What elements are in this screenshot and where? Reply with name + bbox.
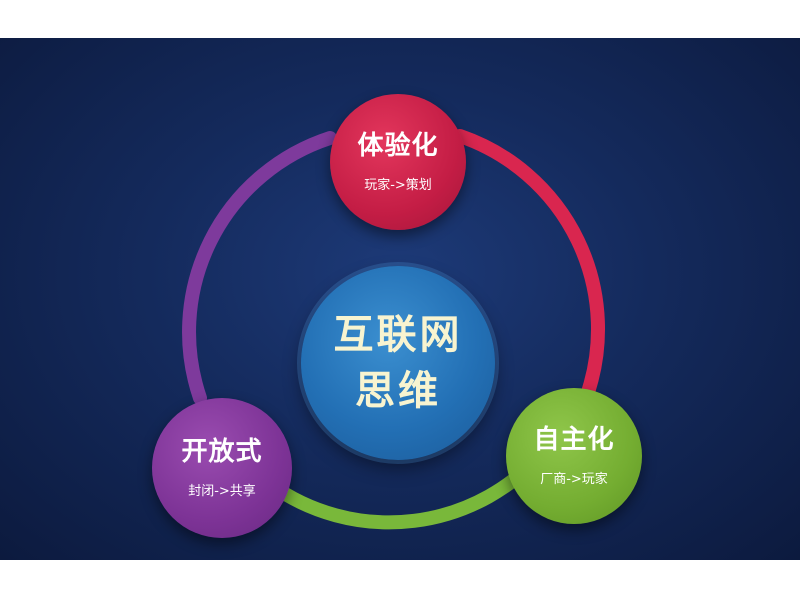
diagram-panel: 互联网 思维 体验化 玩家->策划 开放式 封闭->共享 自主化 厂商->玩家 (0, 38, 800, 560)
node-autonomy-subtitle: 厂商->玩家 (540, 472, 608, 487)
node-experience-title: 体验化 (357, 131, 439, 161)
ring-arc-purple (182, 131, 337, 405)
center-title-line2: 思维 (355, 368, 441, 414)
node-autonomy: 自主化 厂商->玩家 (506, 388, 642, 524)
node-experience-subtitle: 玩家->策划 (364, 178, 432, 193)
center-title-line1: 互联网 (333, 312, 463, 358)
ring-arc-green (263, 443, 552, 530)
center-node: 互联网 思维 (301, 266, 495, 460)
node-open-title: 开放式 (181, 437, 263, 467)
node-open: 开放式 封闭->共享 (152, 398, 292, 538)
ring-arc-red (453, 129, 606, 405)
node-autonomy-title: 自主化 (533, 425, 615, 455)
node-open-subtitle: 封闭->共享 (188, 484, 256, 499)
node-experience: 体验化 玩家->策划 (330, 94, 466, 230)
